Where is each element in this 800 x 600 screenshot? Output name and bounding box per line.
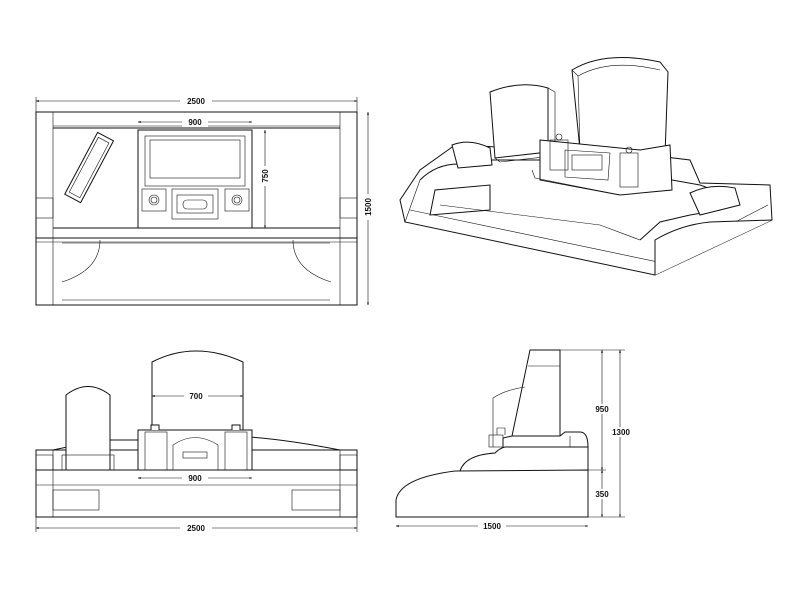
plan-center-depth-label: 750 <box>261 169 270 183</box>
side-upper-height-label: 950 <box>595 405 609 414</box>
side-base-height-label: 350 <box>595 490 609 499</box>
front-tablet-width-label: 700 <box>189 392 203 401</box>
plan-center-width-label: 900 <box>188 118 202 127</box>
front-view: 700 900 2500 <box>35 350 358 533</box>
side-view: 1500 950 350 1300 <box>395 349 634 531</box>
plan-width-label: 2500 <box>187 97 205 106</box>
side-total-height-label: 1300 <box>612 428 630 437</box>
plan-view: 2500 900 750 1500 <box>35 96 373 306</box>
side-depth-label: 1500 <box>483 522 501 531</box>
front-center-width-label: 900 <box>188 474 202 483</box>
front-width-label: 2500 <box>187 524 205 533</box>
isometric-view <box>399 57 773 276</box>
plan-depth-label: 1500 <box>364 198 373 216</box>
